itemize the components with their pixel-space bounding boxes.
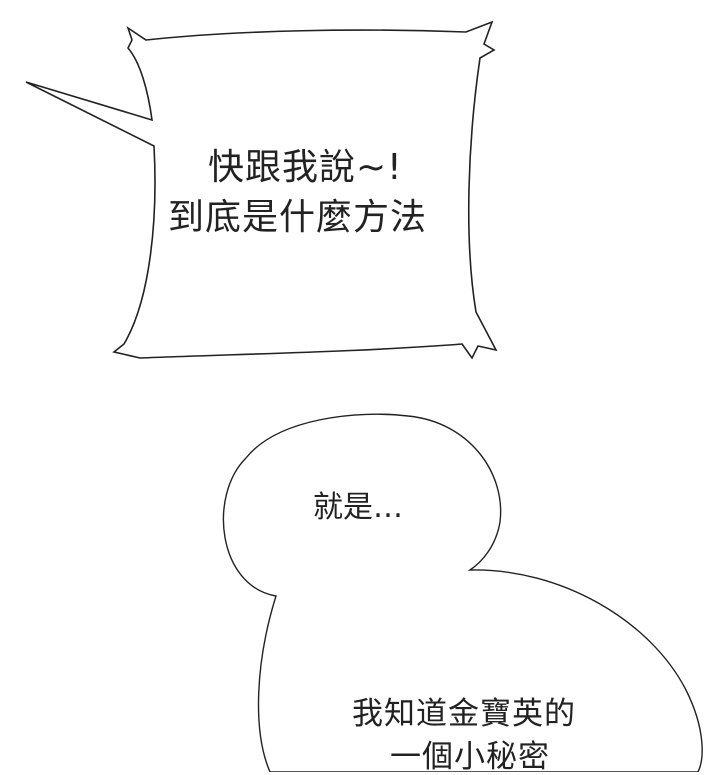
round-bubble-line-1: 就是… (313, 490, 403, 525)
spiky-speech-bubble (25, 20, 498, 360)
spiky-bubble-line-2: 到底是什麼方法 (168, 197, 428, 238)
spiky-bubble-line-1: 快跟我說~! (208, 147, 403, 188)
round-bubble-line-3: 一個小秘密 (390, 739, 550, 775)
round-bubble-line-2: 我知道金寶英的 (352, 696, 576, 732)
